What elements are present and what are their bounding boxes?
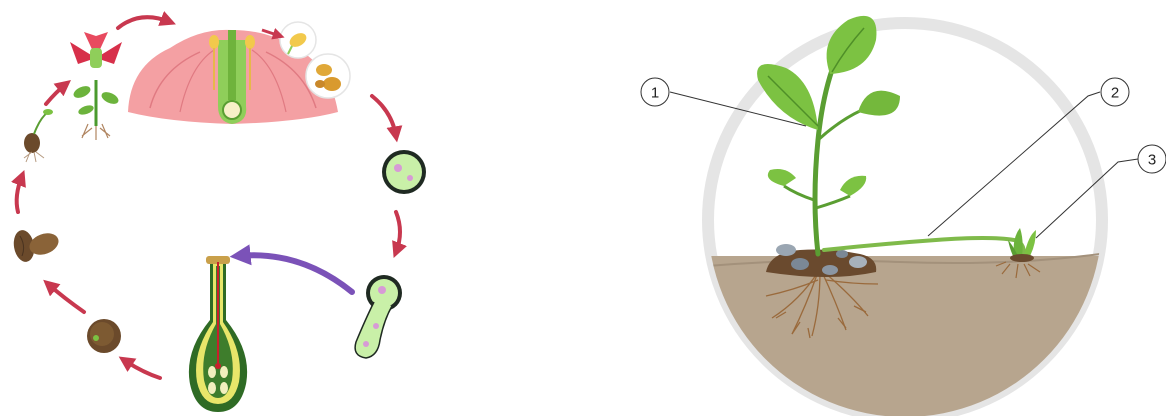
seed-pair-illustration <box>11 229 61 264</box>
flowering-plant-illustration <box>70 32 122 140</box>
runner-propagation-diagram: 1 2 3 <box>641 16 1166 416</box>
arrow-seeds-to-sprout <box>17 176 22 212</box>
ovary-fertilization-illustration <box>189 256 247 412</box>
callout-2-number: 2 <box>1111 85 1119 102</box>
arrow-flower-to-cross-section <box>118 17 170 28</box>
arrow-ovary-to-seed <box>124 360 160 378</box>
arrow-fertilization <box>238 255 352 292</box>
arrow-cross-section-to-pollen <box>372 96 396 136</box>
callout-1-number: 1 <box>651 85 659 102</box>
single-seed-illustration <box>87 319 121 353</box>
germinating-seed-illustration <box>24 109 53 162</box>
pollen-grain-illustration <box>382 150 426 194</box>
soil-area <box>700 256 1120 416</box>
pollen-grains-zoom-illustration <box>306 54 350 98</box>
germinating-pollen-illustration <box>355 275 402 358</box>
callout-3-number: 3 <box>1148 152 1156 169</box>
arrow-sprout-to-plant <box>46 84 66 104</box>
life-cycle-diagram <box>11 17 426 412</box>
arrow-seed-to-seeds <box>48 284 84 312</box>
arrow-pollen-to-germinating <box>396 212 400 252</box>
